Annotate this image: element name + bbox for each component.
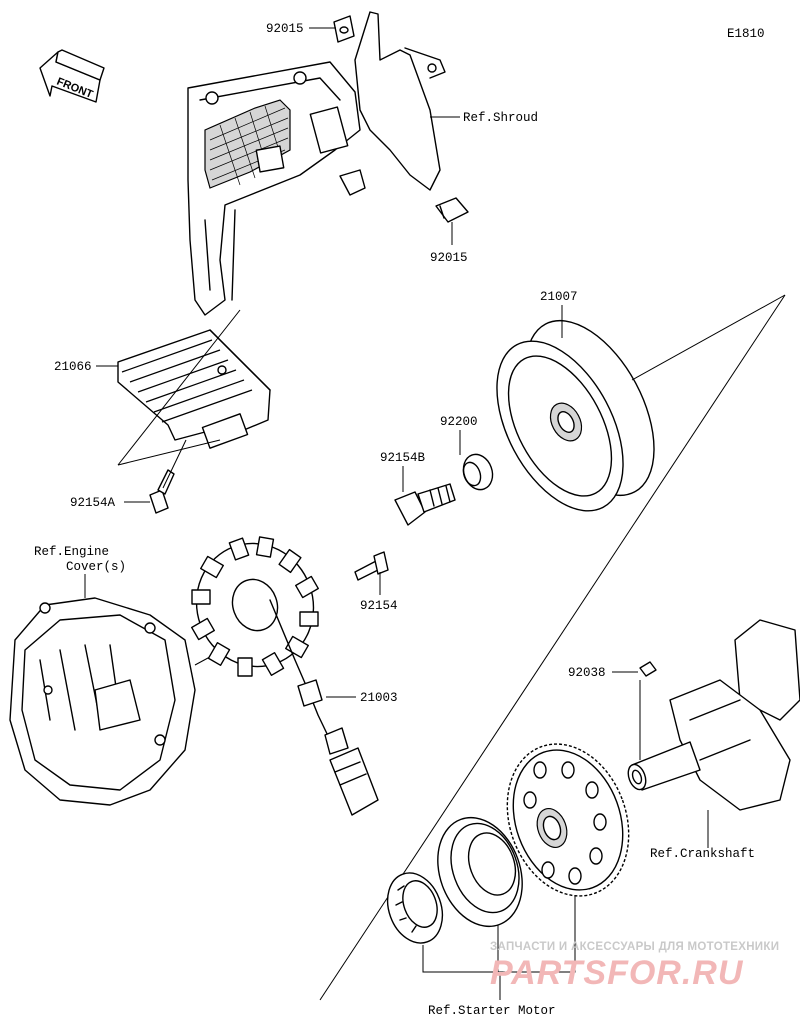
- engine-cover: [9, 597, 196, 806]
- washer-92200: [462, 453, 494, 491]
- label-ref-crankshaft: Ref.Crankshaft: [650, 847, 755, 861]
- diagram-code: E1810: [727, 27, 765, 41]
- label-92154b: 92154B: [380, 451, 426, 465]
- label-21007: 21007: [540, 290, 578, 304]
- label-ref-starter-motor: Ref.Starter Motor: [428, 1004, 556, 1018]
- regulator-rectifier-21066: [117, 329, 271, 449]
- bolt-92154a: [149, 469, 175, 514]
- label-21003: 21003: [360, 691, 398, 705]
- label-ref-shroud: Ref.Shroud: [463, 111, 538, 125]
- clip-nut-92015-bottom: [435, 197, 469, 223]
- starter-clutch: [386, 872, 444, 944]
- front-arrow-icon: FRONT: [39, 49, 105, 103]
- watermark-tagline: ЗАПЧАСТИ И АКСЕССУАРЫ ДЛЯ МОТОТЕХНИКИ: [490, 941, 779, 953]
- starter-gear: [506, 743, 630, 897]
- label-92200: 92200: [440, 415, 478, 429]
- label-92154: 92154: [360, 599, 398, 613]
- bolt-92154: [354, 551, 389, 581]
- label-92015-top: 92015: [266, 22, 304, 36]
- label-92154a: 92154A: [70, 496, 116, 510]
- clutch-plate: [437, 816, 523, 928]
- label-ref-engine-cover-2: Cover(s): [66, 560, 126, 574]
- clip-nut-92015-top: [333, 15, 355, 43]
- label-21066: 21066: [54, 360, 92, 374]
- label-92015-bottom: 92015: [430, 251, 468, 265]
- shroud-bracket: [187, 11, 446, 316]
- crankshaft: [627, 619, 800, 811]
- label-92038: 92038: [568, 666, 606, 680]
- watermark-brand: PARTSFOR.RU: [490, 954, 744, 992]
- rotor-21007: [496, 319, 655, 512]
- label-ref-engine-cover-1: Ref.Engine: [34, 545, 109, 559]
- stator-21003: [191, 536, 379, 816]
- bolt-92154b: [394, 483, 456, 526]
- key-92038: [639, 661, 657, 677]
